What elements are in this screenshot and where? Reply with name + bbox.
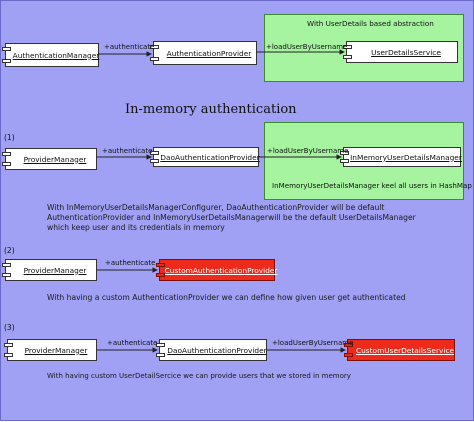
authenticate-label: +authenticate bbox=[107, 339, 158, 347]
provider-manager-component[interactable]: ProviderManager bbox=[2, 148, 97, 170]
component-icon bbox=[156, 343, 165, 347]
scenario2-note: With having a custom AuthenticationProvi… bbox=[47, 293, 406, 302]
frame-note: InMemoryUserDetailsManager keel all user… bbox=[272, 181, 472, 190]
frame-title: With UserDetails based abstraction bbox=[307, 19, 434, 28]
note-line: With InMemoryUserDetailsManagerConfigure… bbox=[47, 203, 385, 212]
load-user-label: +loadUserByUsername bbox=[272, 339, 354, 347]
component-label: UserDetailsService bbox=[371, 47, 441, 57]
component-label: CustomAuthenticationProvider bbox=[164, 265, 278, 275]
provider-manager-component[interactable]: ProviderManager bbox=[4, 339, 97, 361]
component-icon bbox=[340, 151, 349, 155]
component-icon bbox=[4, 343, 13, 347]
scenario3-note: With having custom UserDetailSercice we … bbox=[47, 372, 351, 380]
component-icon bbox=[150, 45, 159, 49]
user-details-service-component[interactable]: UserDetailsService bbox=[343, 41, 458, 63]
authentication-manager-component[interactable]: AuthenticationManager bbox=[2, 43, 100, 67]
dao-authentication-provider-component[interactable]: DaoAuthenticationProvider bbox=[156, 339, 267, 361]
authenticate-label: +authenticate bbox=[102, 147, 153, 155]
provider-manager-component[interactable]: ProviderManager bbox=[2, 259, 97, 281]
component-label: AuthenticationProvider bbox=[166, 48, 252, 58]
load-user-label: +loadUserByUsername bbox=[267, 147, 349, 155]
authenticate-label: +authenticate bbox=[105, 259, 156, 267]
component-icon bbox=[156, 263, 165, 267]
component-icon bbox=[2, 263, 11, 267]
authenticate-label: +authenticate bbox=[104, 43, 155, 51]
note-line: AuthenticationProvider and InMemoryUserD… bbox=[47, 213, 416, 222]
note-line: which keep user and its credentials in m… bbox=[47, 223, 225, 232]
scenario1-note: With InMemoryUserDetailsManagerConfigure… bbox=[47, 203, 416, 233]
load-user-label: +loadUserByUsername bbox=[266, 43, 348, 51]
scenario-number: (3) bbox=[4, 323, 15, 332]
component-label: AuthenticationManager bbox=[12, 50, 100, 60]
component-icon bbox=[344, 343, 353, 347]
scenario-number: (2) bbox=[4, 246, 15, 255]
section-heading: In-memory authentication bbox=[125, 102, 297, 117]
inmemory-user-details-manager-component[interactable]: InMemoryUserDetailsManager bbox=[340, 147, 462, 167]
component-label: ProviderManager bbox=[23, 265, 87, 275]
component-label: InMemoryUserDetailsManager bbox=[350, 152, 462, 162]
component-label: DaoAuthenticationProvider bbox=[167, 345, 267, 355]
component-icon bbox=[150, 151, 159, 155]
component-label: ProviderManager bbox=[23, 154, 87, 164]
component-icon bbox=[2, 152, 11, 156]
component-label: ProviderManager bbox=[24, 345, 88, 355]
custom-authentication-provider-component[interactable]: CustomAuthenticationProvider bbox=[156, 259, 278, 281]
authentication-provider-component[interactable]: AuthenticationProvider bbox=[150, 41, 257, 65]
custom-user-details-service-component[interactable]: CustomUserDetailsService bbox=[344, 339, 455, 361]
component-label: CustomUserDetailsService bbox=[355, 345, 455, 355]
component-icon bbox=[2, 47, 11, 51]
scenario-number: (1) bbox=[4, 133, 15, 142]
component-label: DaoAuthenticationProvider bbox=[160, 152, 260, 162]
component-icon bbox=[343, 45, 352, 49]
dao-authentication-provider-component[interactable]: DaoAuthenticationProvider bbox=[150, 147, 260, 167]
